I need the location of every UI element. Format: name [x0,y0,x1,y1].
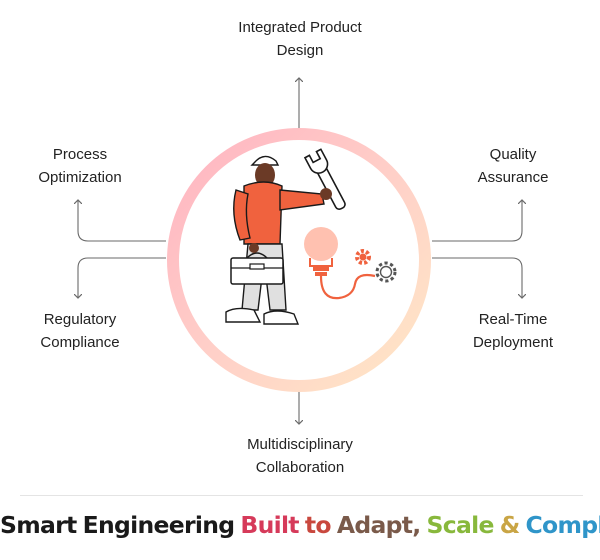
node-line-2: Assurance [477,169,549,186]
headline-word: & [499,511,520,539]
headline-word: Comply [525,511,600,539]
headline: SmartEngineeringBuilttoAdapt,Scale&Compl… [0,511,600,539]
toolbox-icon [230,252,284,285]
headline-word: Smart [0,511,77,539]
connector-regulatory [78,257,166,298]
node-line-2: Compliance [40,334,120,351]
worker-illustration [225,148,346,325]
headline-word: Adapt, [336,511,421,539]
headline-word: to [304,511,332,539]
node-regulatory-compliance: Regulatory Compliance [0,308,175,354]
headline-word: Scale [426,511,495,539]
node-quality-assurance: Quality Assurance [418,143,600,189]
node-line-1: Real-Time [478,311,548,328]
node-integrated-product-design: Integrated Product Design [205,16,395,62]
lightbulb-icon [304,227,376,300]
node-line-1: Multidisciplinary [247,436,353,453]
node-line-2: Deployment [472,334,554,351]
gear-icon [355,249,397,283]
node-multidisciplinary-collaboration: Multidisciplinary Collaboration [205,433,395,479]
connector-process [78,200,166,242]
node-real-time-deployment: Real-Time Deployment [418,308,600,354]
node-process-optimization: Process Optimization [0,143,175,189]
node-line-1: Integrated Product [238,19,362,36]
node-line-2: Collaboration [255,459,345,476]
divider [20,495,583,496]
node-line-1: Process [52,146,108,163]
node-line-1: Regulatory [43,311,117,328]
node-line-2: Optimization [38,169,122,186]
connector-realtime [432,257,522,298]
headline-word: Engineering [82,511,235,539]
node-line-1: Quality [489,146,537,163]
connector-quality [432,200,522,242]
gradient-ring [167,128,431,392]
headline-word: Built [240,511,299,539]
node-line-2: Design [276,42,324,59]
